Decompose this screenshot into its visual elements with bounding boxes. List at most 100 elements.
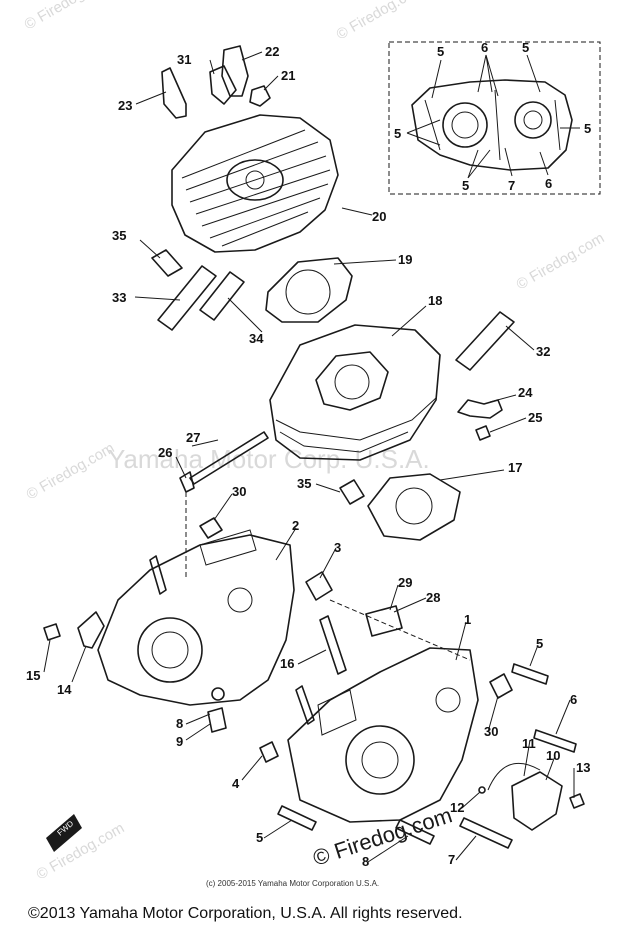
part-11-clip [487, 762, 541, 791]
callout-30: 30 [232, 484, 246, 499]
bracket-hardware [457, 399, 503, 441]
callout-7: 7 [448, 852, 455, 867]
part-22-cap [221, 45, 249, 97]
inset-callout-6-b: 6 [545, 176, 552, 191]
callout-25: 25 [528, 410, 542, 425]
inset-crankcase [388, 41, 601, 195]
left-crankcase-boss [227, 587, 253, 613]
left-crankcase-ribs [199, 529, 257, 566]
inset-crankcase-outline [411, 79, 573, 171]
part-32-stud [455, 311, 515, 371]
cylinder-outline [269, 324, 441, 461]
dowels-and-pins [151, 249, 515, 505]
part-30-collar-top [199, 517, 223, 539]
inset-callout-5-d: 5 [584, 121, 591, 136]
part-29-shaft [365, 605, 403, 637]
callout-4: 4 [232, 776, 240, 791]
inset-callout-5-c: 5 [394, 126, 401, 141]
part-8-bolt [395, 819, 435, 845]
base-gasket-bore [395, 487, 433, 525]
callout-34: 34 [249, 331, 264, 346]
right-crankcase-bearing-inner [361, 741, 399, 779]
callout-8: 8 [176, 716, 183, 731]
head-gasket-outline [265, 257, 353, 323]
leader-lines [43, 51, 575, 863]
part-6-bolt [533, 729, 577, 753]
callout-8-lower: 8 [362, 854, 369, 869]
callout-31: 31 [177, 52, 191, 67]
part-35-dowel-bottom [339, 479, 365, 505]
part-14-lever [77, 611, 105, 649]
part-9-plug [207, 707, 227, 733]
callout-29: 29 [398, 575, 412, 590]
callout-16: 16 [280, 656, 294, 671]
leader-paths [43, 51, 575, 863]
inset-callout-5-e: 5 [462, 178, 469, 193]
part-15-bolt [43, 623, 61, 641]
cylinder [269, 324, 441, 461]
head-hardware [161, 45, 271, 119]
watermark-site-2: © Firedog.com [334, 0, 428, 43]
base-gasket-outline [367, 473, 461, 541]
right-crankcase-stud [295, 685, 315, 725]
right-crankcase-outline [287, 647, 479, 823]
left-crankcase-outline [97, 534, 295, 706]
callout-17: 17 [508, 460, 522, 475]
callout-2: 2 [292, 518, 299, 533]
cylinder-fins [275, 397, 437, 453]
part-13-screw [569, 793, 585, 809]
callout-14: 14 [57, 682, 72, 697]
spark-plug-hole [245, 170, 265, 190]
callout-28: 28 [426, 590, 440, 605]
footer-small-notice: (c) 2005-2015 Yamaha Motor Corporation U… [206, 879, 379, 888]
callout-21: 21 [281, 68, 295, 83]
inset-leaders [406, 54, 580, 179]
callout-32: 32 [536, 344, 550, 359]
callout-5: 5 [536, 636, 543, 651]
part-5-bolt-top [511, 663, 549, 685]
inset-bore-right [514, 101, 552, 139]
cylinder-head [171, 114, 339, 253]
spark-plug-boss [226, 159, 284, 201]
inset-bore-right-inner [523, 110, 543, 130]
cylinder-head-outline [171, 114, 339, 253]
watermark-brand: Yamaha Motor Corp. U.S.A. [108, 444, 430, 474]
callout-33: 33 [112, 290, 126, 305]
inset-bore-left-inner [451, 111, 479, 139]
left-crankcase-bearing-inner [151, 631, 189, 669]
footer: (c) 2005-2015 Yamaha Motor Corporation U… [28, 802, 463, 922]
cylinder-bore [334, 364, 370, 400]
shaft-axis [329, 599, 471, 661]
part-4-collar [259, 741, 279, 763]
inset-callout-5-a: 5 [437, 44, 444, 59]
part-33-stud [157, 265, 217, 331]
left-side-hardware [43, 611, 227, 733]
callout-27: 27 [186, 430, 200, 445]
callout-24: 24 [518, 385, 533, 400]
left-crankcase [97, 529, 295, 706]
upper-stud-parts [179, 431, 269, 580]
callout-12: 12 [450, 800, 464, 815]
head-gasket [265, 257, 353, 323]
callout-1: 1 [464, 612, 471, 627]
callout-13: 13 [576, 760, 590, 775]
left-crankcase-bearing [137, 617, 203, 683]
right-crankcase [287, 647, 479, 823]
left-crankcase-stud [149, 555, 167, 595]
callout-23: 23 [118, 98, 132, 113]
callout-3: 3 [334, 540, 341, 555]
callout-10: 10 [546, 748, 560, 763]
callout-11: 11 [522, 736, 536, 751]
inset-callout-7: 7 [508, 178, 515, 193]
base-gasket [367, 473, 461, 541]
callout-9: 9 [176, 734, 183, 749]
part-31-fitting [209, 65, 237, 105]
part-5-bolt-bottom [277, 805, 317, 831]
head-gasket-bore [285, 269, 331, 315]
right-crankcase-ribs [317, 689, 357, 736]
part-24-bracket [457, 399, 503, 419]
part-8-washer [211, 687, 225, 701]
inset-callout-5-b: 5 [522, 40, 529, 55]
part-16-stud [319, 615, 347, 675]
